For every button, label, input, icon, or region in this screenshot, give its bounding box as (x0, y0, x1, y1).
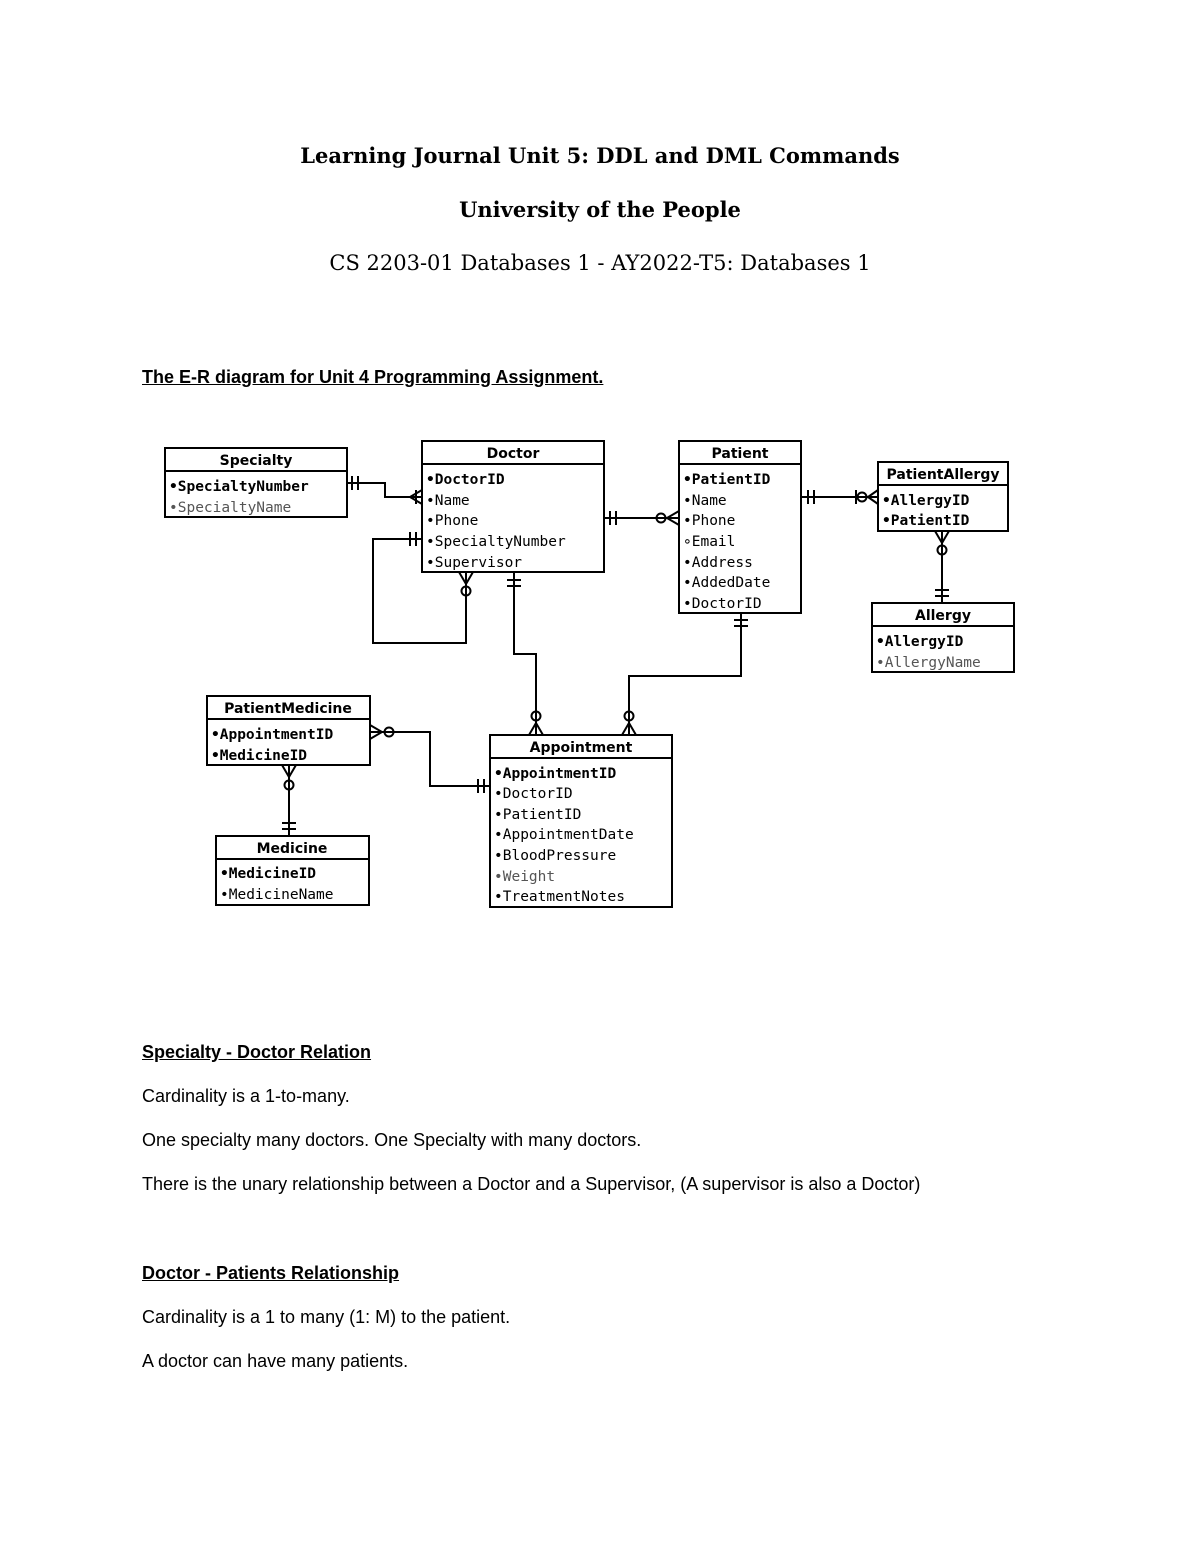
rel-medicine-patientmedicine (281, 764, 297, 836)
rel-specialty-doctor (347, 476, 423, 505)
entity-attribute: •PatientID (683, 472, 771, 488)
entity-attribute: •AppointmentID (211, 727, 333, 743)
entity-attribute: •TreatmentNotes (494, 889, 625, 905)
rel-doctor-patient (604, 510, 680, 526)
rel-patient-appointment (621, 613, 748, 736)
entity-attribute: •AppointmentID (494, 766, 616, 782)
entity-appointment (489, 734, 673, 908)
entity-attribute: •PatientID (494, 807, 581, 823)
course-name: CS 2203-01 Databases 1 - AY2022-T5: Data… (329, 251, 871, 275)
rel-doctor-supervisor (372, 532, 474, 644)
entity-attribute: •MedicineID (220, 866, 316, 882)
entity-attribute: •AppointmentDate (494, 827, 634, 843)
entity-title: Specialty (220, 453, 293, 469)
diagram-caption: The E-R diagram for Unit 4 Programming A… (142, 367, 604, 387)
entity-title: Doctor (487, 446, 540, 462)
entity-medicine (215, 835, 370, 906)
entity-attribute: •Phone (683, 513, 735, 529)
entity-title: PatientAllergy (887, 467, 1000, 483)
entity-attribute: •DoctorID (683, 596, 762, 612)
entity-attribute: •SpecialtyNumber (426, 534, 566, 550)
entity-title: Appointment (530, 740, 633, 756)
section-heading-specialty-doctor: Specialty - Doctor Relation (142, 1042, 372, 1062)
rel-appointment-patientmedicine (369, 724, 490, 793)
entity-attribute: •AllergyName (876, 655, 981, 671)
entity-title: PatientMedicine (224, 701, 352, 717)
rel-patient-patientallergy (801, 489, 879, 505)
er-diagram: Specialty Doctor Patient PatientAllergy … (164, 440, 1015, 908)
paragraph: One specialty many doctors. One Specialt… (142, 1130, 642, 1150)
paragraph: There is the unary relationship between … (142, 1174, 921, 1194)
entity-attribute: •Phone (426, 513, 478, 529)
section-heading-doctor-patients: Doctor - Patients Relationship (142, 1263, 400, 1283)
entity-title: Allergy (915, 608, 971, 624)
paragraph: A doctor can have many patients. (142, 1351, 409, 1371)
entity-attribute: •MedicineName (220, 887, 334, 903)
entity-attribute: •AllergyID (882, 493, 970, 509)
rel-doctor-appointment (507, 572, 544, 736)
rel-allergy-patientallergy (934, 530, 950, 603)
entity-attribute: •DoctorID (494, 786, 573, 802)
entity-attribute: •DoctorID (426, 472, 505, 488)
entity-title: Patient (712, 446, 769, 462)
entity-attribute: •SpecialtyNumber (169, 479, 309, 495)
entity-attribute: •Supervisor (426, 555, 522, 571)
paragraph: Cardinality is a 1 to many (1: M) to the… (142, 1307, 511, 1327)
entity-attribute: •MedicineID (211, 748, 307, 764)
entity-attribute: •AddedDate (683, 575, 770, 591)
entity-attribute: •Address (683, 555, 753, 571)
entity-attribute: •Weight (494, 869, 555, 885)
entity-attribute: ∘Email (683, 534, 735, 550)
entity-attribute: •SpecialtyName (169, 500, 291, 516)
paragraph: Cardinality is a 1-to-many. (142, 1086, 350, 1106)
entity-attribute: •Name (426, 493, 470, 509)
entity-attribute: •Name (683, 493, 727, 509)
entity-attribute: •AllergyID (876, 634, 964, 650)
document-title: Learning Journal Unit 5: DDL and DML Com… (300, 143, 900, 168)
entity-attribute: •BloodPressure (494, 848, 616, 864)
entity-title: Medicine (257, 841, 328, 857)
university-name: University of the People (459, 197, 741, 222)
entity-attribute: •PatientID (882, 513, 970, 529)
